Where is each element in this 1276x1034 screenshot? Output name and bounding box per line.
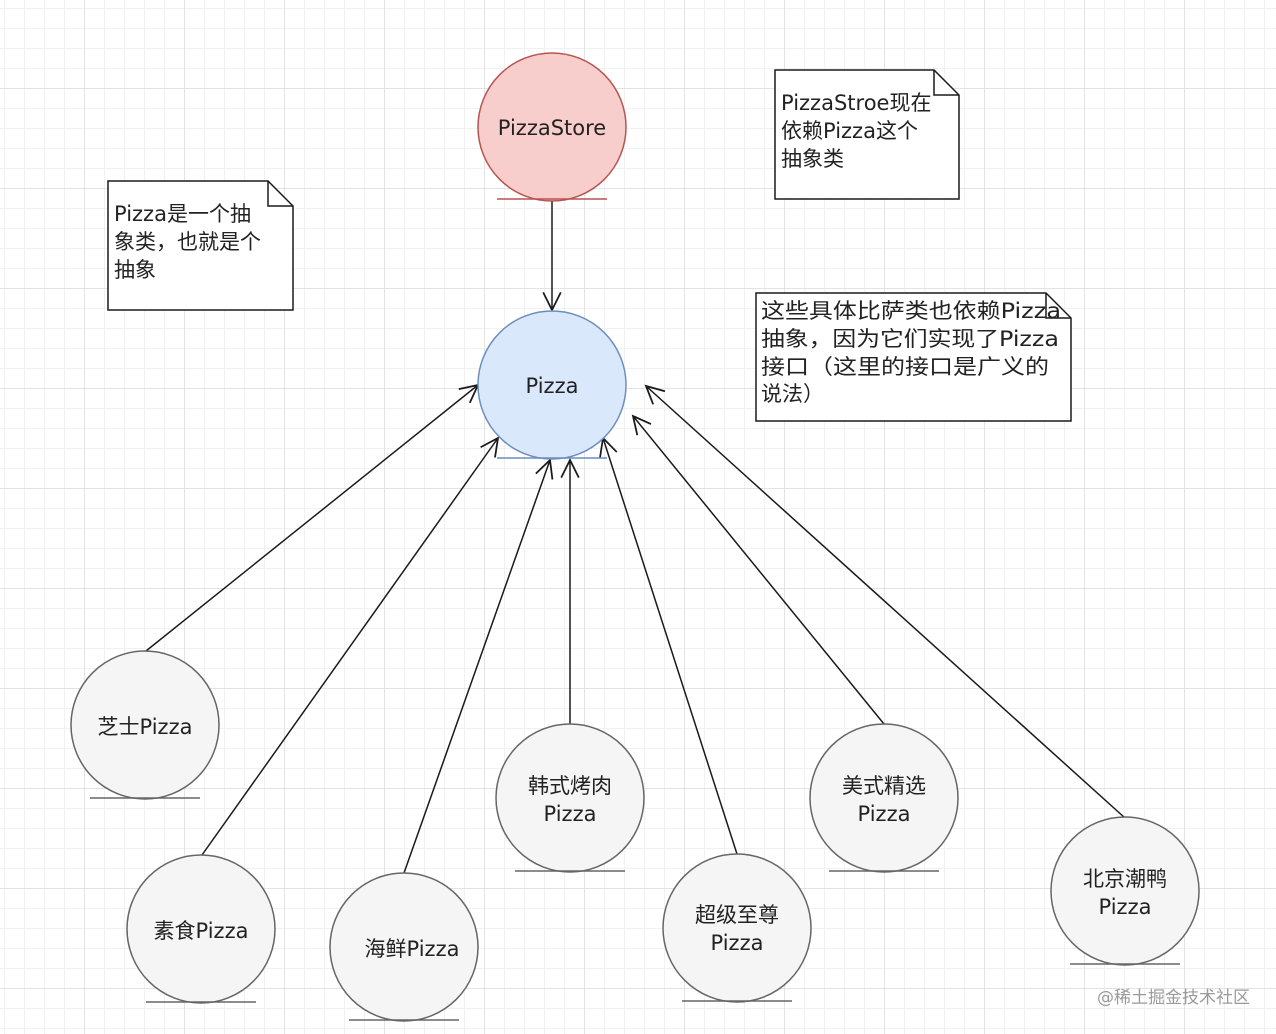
node-american-pizza-label-line-2: Pizza <box>858 802 911 826</box>
edge-cheese-to-pizza[interactable] <box>145 383 480 652</box>
note-concrete-pizzas-line-1: 这些具体比萨类也依赖Pizza <box>761 299 1061 323</box>
node-korean-bbq-pizza[interactable]: 韩式烤肉 Pizza <box>495 723 645 873</box>
node-cheese-pizza[interactable]: 芝士Pizza <box>70 650 220 800</box>
note-concrete-pizzas-line-4: 说法） <box>761 382 824 406</box>
node-pizzastore[interactable]: PizzaStore <box>477 52 627 202</box>
node-peking-duck-pizza-label-line-2: Pizza <box>1099 895 1152 919</box>
node-supreme-pizza[interactable]: 超级至尊 Pizza <box>662 853 812 1003</box>
edge-veggie-to-pizza[interactable] <box>201 436 500 856</box>
node-cheese-pizza-label: 芝士Pizza <box>98 715 193 739</box>
note-pizza-abstract-line-2: 象类，也就是个 <box>114 230 261 254</box>
node-seafood-pizza-label: 海鲜Pizza <box>365 937 460 961</box>
edge-supreme-to-pizza[interactable] <box>599 436 738 855</box>
watermark: @稀土掘金技术社区 <box>1097 988 1250 1008</box>
node-american-pizza[interactable]: 美式精选 Pizza <box>809 723 959 873</box>
node-supreme-pizza-label-line-2: Pizza <box>711 931 764 955</box>
node-pizza-abstract-label: Pizza <box>526 374 579 398</box>
node-veggie-pizza[interactable]: 素食Pizza <box>126 854 276 1004</box>
note-pizzastore-dependency-line-2: 依赖Pizza这个 <box>781 119 918 143</box>
note-concrete-pizzas-line-3: 接口（这里的接口是广义的 <box>761 355 1049 379</box>
node-peking-duck-pizza-label-line-1: 北京潮鸭 <box>1083 867 1167 891</box>
note-pizza-abstract[interactable]: Pizza是一个抽 象类，也就是个 抽象 <box>107 180 294 311</box>
node-korean-bbq-pizza-label-line-2: Pizza <box>544 802 597 826</box>
note-concrete-pizzas[interactable]: 这些具体比萨类也依赖Pizza 抽象，因为它们实现了Pizza 接口（这里的接口… <box>755 292 1072 422</box>
node-korean-bbq-pizza-label-line-1: 韩式烤肉 <box>528 774 612 798</box>
note-pizza-abstract-line-1: Pizza是一个抽 <box>114 202 251 226</box>
node-veggie-pizza-label: 素食Pizza <box>154 919 249 943</box>
edge-american-to-pizza[interactable] <box>631 414 885 725</box>
node-pizzastore-label: PizzaStore <box>498 116 606 140</box>
note-pizzastore-dependency-line-3: 抽象类 <box>781 147 844 171</box>
note-pizzastore-dependency-line-1: PizzaStroe现在 <box>781 91 931 115</box>
node-peking-duck-pizza[interactable]: 北京潮鸭 Pizza <box>1050 816 1200 966</box>
edge-peking-to-pizza[interactable] <box>644 384 1126 819</box>
note-pizzastore-dependency[interactable]: PizzaStroe现在 依赖Pizza这个 抽象类 <box>774 69 960 200</box>
note-concrete-pizzas-line-2: 抽象，因为它们实现了Pizza <box>761 327 1059 351</box>
node-supreme-pizza-label-line-1: 超级至尊 <box>695 903 779 927</box>
node-american-pizza-label-line-1: 美式精选 <box>842 774 926 798</box>
node-seafood-pizza[interactable]: 海鲜Pizza <box>329 872 479 1022</box>
note-pizza-abstract-line-3: 抽象 <box>114 258 156 282</box>
node-pizza-abstract[interactable]: Pizza <box>477 310 627 460</box>
edges <box>145 200 1126 874</box>
edge-seafood-to-pizza[interactable] <box>403 458 554 874</box>
